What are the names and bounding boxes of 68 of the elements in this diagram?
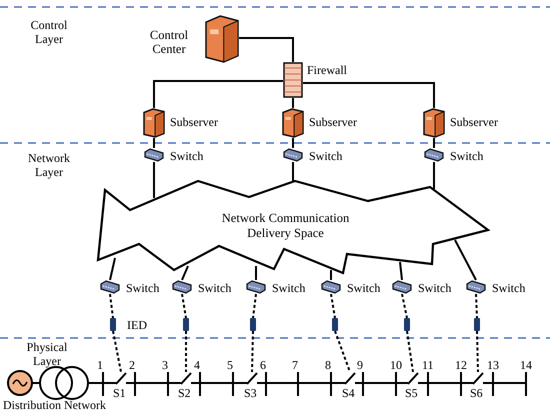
bus-number: 4 [194, 358, 200, 372]
layer-label: Physical Layer [26, 340, 68, 368]
bus-number: 1 [97, 358, 103, 372]
node-label: S2 [178, 386, 191, 400]
node-label: Switch [347, 281, 380, 295]
bus-number: 11 [422, 358, 434, 372]
connector-line [433, 138, 435, 148]
node-label: Firewall [307, 63, 347, 77]
dashed-connector [330, 294, 336, 318]
connector-line [454, 240, 477, 280]
dashed-connector [181, 294, 187, 318]
bus-number: 13 [487, 358, 499, 372]
node-label: S3 [244, 386, 257, 400]
node-label: Switch [450, 149, 484, 163]
layer-label: Network Layer [27, 151, 71, 179]
node-label: Subserver [170, 115, 218, 129]
connector-line [181, 266, 189, 280]
connector-line [399, 262, 403, 280]
dashed-connector [401, 294, 408, 318]
connector-line [303, 82, 435, 108]
bus-number: 10 [390, 358, 402, 372]
text-label: Distribution Network [3, 398, 106, 412]
node-label: Switch [198, 281, 232, 295]
node-label: Switch [418, 281, 452, 295]
dashed-connector [406, 330, 414, 372]
node-label: Control Center [148, 28, 190, 56]
connector-line [433, 162, 435, 189]
bus-number: 8 [325, 358, 331, 372]
connector-line [292, 98, 294, 108]
node-label: Switch [170, 149, 204, 163]
node-label: Switch [272, 281, 306, 295]
connector-line [109, 258, 116, 280]
node-label: S5 [405, 386, 418, 400]
bus-number: 5 [227, 358, 233, 372]
dashed-connector [476, 330, 479, 372]
node-label: IED [127, 318, 147, 332]
connector-line [153, 138, 155, 148]
dashed-connector [109, 294, 114, 318]
node-label: Network Communication Delivery Space [220, 211, 350, 241]
connector-line [330, 270, 332, 280]
node-label: S4 [342, 386, 355, 400]
bus-number: 3 [162, 358, 168, 372]
node-label: Switch [309, 149, 342, 163]
node-label: S6 [470, 386, 483, 400]
connector-line [255, 266, 257, 280]
bus-number: 14 [520, 358, 532, 372]
dashed-connector [185, 331, 187, 372]
node-label: Switch [126, 281, 160, 295]
dashed-connector [251, 330, 254, 372]
node-label: S1 [113, 386, 126, 400]
node-label: Subserver [450, 115, 498, 129]
bus-number: 9 [357, 358, 363, 372]
bus-number: 12 [455, 358, 467, 372]
dashed-connector [112, 330, 122, 372]
bus-number: 7 [292, 358, 298, 372]
layer-label: Control Layer [30, 18, 68, 46]
dashed-connector [475, 294, 478, 318]
dashed-connector [252, 294, 257, 318]
node-label: Subserver [309, 115, 357, 129]
connector-line [153, 162, 155, 198]
connector-line [153, 80, 283, 108]
bus-number: 2 [129, 358, 135, 372]
connector-line [292, 162, 294, 181]
bus-number: 6 [260, 358, 266, 372]
dashed-connector [334, 330, 351, 372]
connector-line [239, 37, 294, 62]
node-label: Switch [492, 281, 526, 295]
connector-line [292, 138, 294, 148]
